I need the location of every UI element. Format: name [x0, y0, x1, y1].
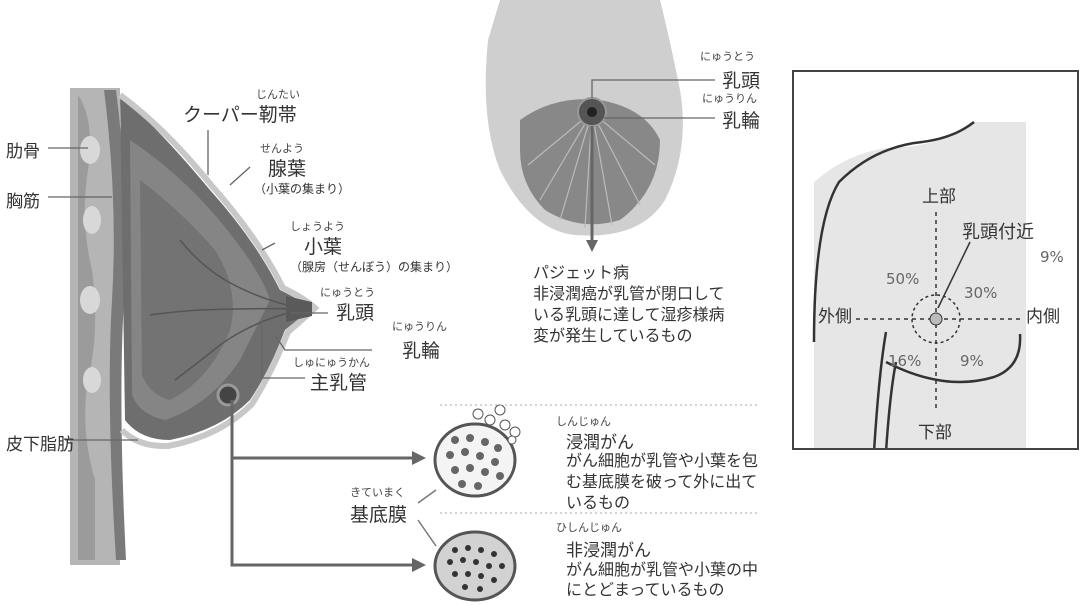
paget-nipple [587, 107, 597, 117]
noninvasive-desc-1: がん細胞が乳管や小葉の中 [566, 559, 758, 580]
label-subcutaneous-fat: 皮下脂肪 [6, 430, 74, 455]
arrow-head-noninvasive [412, 558, 426, 572]
ruby-invasive: しんじゅん [556, 413, 611, 429]
label-upper: 上部 [922, 182, 956, 207]
pct-upper-inner: 30% [964, 284, 997, 302]
lesion-circle [218, 385, 238, 405]
ruby-areola: にゅうりん [392, 318, 447, 334]
ruby-basement: きていまく [350, 484, 405, 500]
quadrant-chart-box: 上部 下部 外側 内側 乳頭付近 9% 50% 30% 16% 9% [792, 70, 1079, 450]
noninvasive-desc-2: にとどまっているもの [566, 579, 725, 600]
ruby-noninvasive: ひしんじゅん [556, 519, 622, 535]
paget-desc-2: いる乳頭に達して湿疹様病 [533, 304, 725, 325]
label-lobe: 腺葉 [268, 154, 306, 181]
label-near-nipple: 乳頭付近 [962, 218, 1034, 244]
invasive-desc-1: がん細胞が乳管や小葉を包 [566, 450, 758, 471]
label-cooper-ligament: クーパー靭帯 [183, 100, 297, 127]
label-noninvasive-cancer: 非浸潤がん [566, 536, 651, 561]
paget-title: パジェット病 [533, 262, 773, 283]
invasive-desc-2: む基底膜を破って外に出て [566, 471, 757, 492]
label-rib: 肋骨 [6, 137, 40, 162]
paget-arrow-head [586, 240, 598, 252]
label-lobule-note: （腺房（せんぼう）の集まり） [290, 258, 458, 275]
label-pectoral: 胸筋 [6, 187, 40, 212]
pct-lower-outer: 16% [888, 352, 921, 370]
label-paget-nipple: 乳頭 [722, 66, 760, 93]
label-nipple: 乳頭 [336, 298, 374, 325]
ruby-paget-nipple: にゅうとう [700, 48, 755, 64]
arrow-head-invasive [412, 451, 426, 465]
invasive-cancer-diagram [435, 405, 520, 496]
paget-desc-3: 変が発生しているもの [533, 325, 693, 346]
rib-bone [80, 136, 100, 164]
label-main-duct: 主乳管 [310, 368, 367, 395]
pct-upper-outer: 50% [886, 270, 919, 288]
noninvasive-cancer-diagram [435, 532, 515, 600]
pct-near-nipple: 9% [1040, 248, 1064, 266]
label-outer: 外側 [818, 302, 852, 327]
pct-lower-inner: 9% [960, 352, 984, 370]
label-inner: 内側 [1026, 302, 1060, 327]
ruby-paget-areola: にゅうりん [702, 90, 757, 106]
label-areola: 乳輪 [402, 336, 440, 363]
quadrant-diagram [794, 72, 1079, 450]
label-lobule: 小葉 [304, 232, 342, 259]
label-basement-membrane: 基底膜 [350, 500, 407, 527]
label-lobe-note: （小葉の集まり） [254, 180, 350, 197]
paget-desc-1: 非浸潤癌が乳管が閉口して [533, 283, 725, 304]
invasive-desc-3: いるもの [566, 492, 630, 513]
label-paget-areola: 乳輪 [722, 106, 760, 133]
label-lower: 下部 [918, 418, 952, 443]
